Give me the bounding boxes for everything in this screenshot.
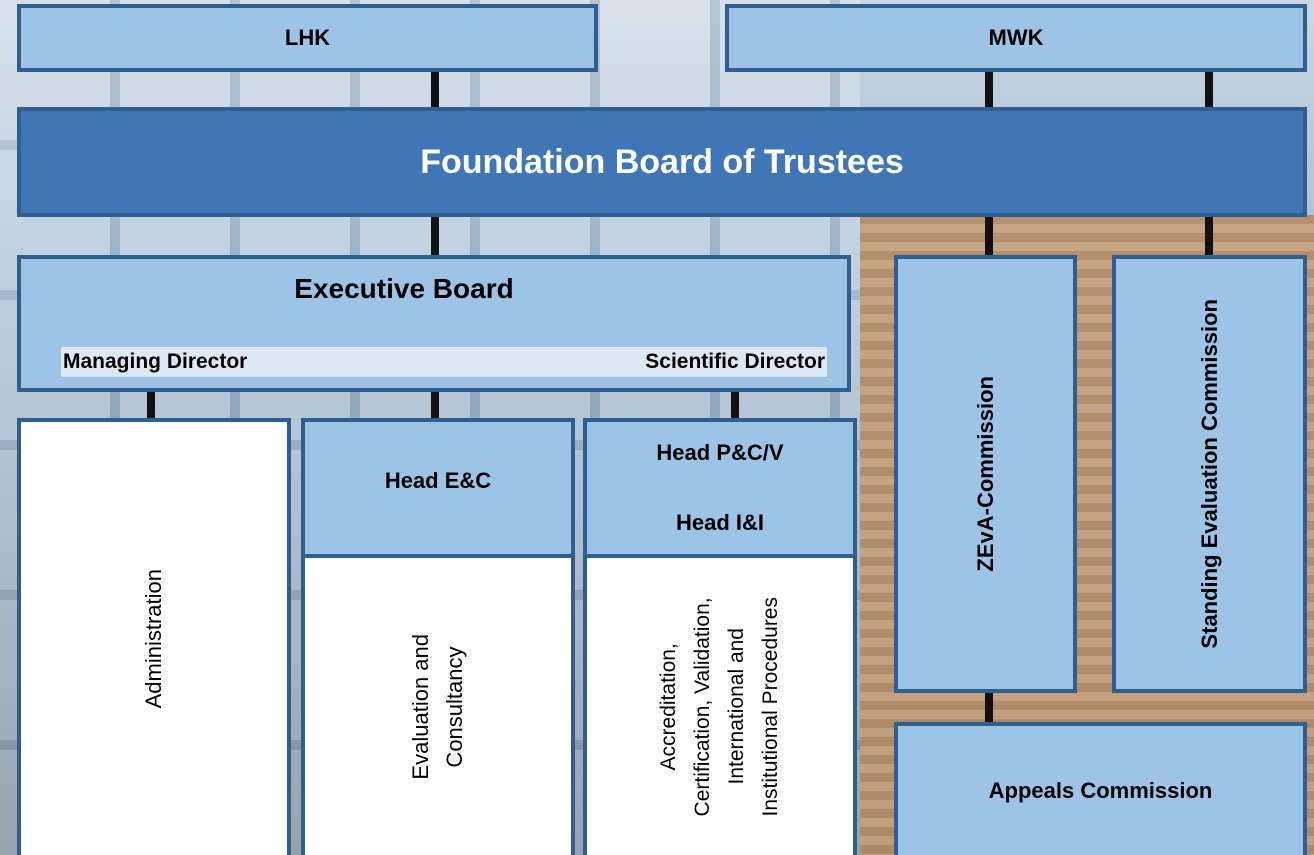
appeals-commission-box: Appeals Commission [894,722,1307,855]
accreditation-box: Accreditation, Certification, Validation… [583,554,857,855]
managing-director-label: Managing Director [63,350,248,373]
scientific-director-label: Scientific Director [645,350,825,373]
lhk-box: LHK [17,4,598,72]
administration-box: Administration [17,418,291,855]
head-pcv-label: Head P&C/V [656,440,784,465]
evaluation-box: Evaluation and Consultancy [301,554,575,855]
head-ec-box: Head E&C [301,418,575,558]
connector-line [147,390,155,422]
standing-evaluation-commission-box: Standing Evaluation Commission [1112,255,1307,693]
connector-line [431,70,439,420]
executive-board-box: Executive Board Managing Director Scient… [17,255,851,392]
accreditation-label: Accreditation, Certification, Validation… [657,596,782,817]
head-ii-label: Head I&I [675,510,765,535]
mwk-box: MWK [725,4,1307,72]
zeva-commission-label: ZEvA-Commission [972,376,998,572]
zeva-commission-box: ZEvA-Commission [894,255,1077,693]
head-pcv-box: Head P&C/V Head I&I [583,418,857,558]
appeals-commission-label: Appeals Commission [988,777,1213,803]
administration-label: Administration [141,568,166,709]
standing-evaluation-commission-label: Standing Evaluation Commission [1196,299,1222,649]
connector-line [731,390,739,422]
evaluation-label: Evaluation and Consultancy [408,633,467,780]
foundation-board-label: Foundation Board of Trustees [420,142,904,181]
director-strip: Managing Director Scientific Director [61,347,827,377]
mwk-label: MWK [988,25,1044,50]
executive-board-title: Executive Board [294,273,514,304]
foundation-board-box: Foundation Board of Trustees [17,107,1307,217]
connector-line [985,690,993,725]
head-ec-label: Head E&C [384,468,492,493]
lhk-label: LHK [284,25,331,50]
